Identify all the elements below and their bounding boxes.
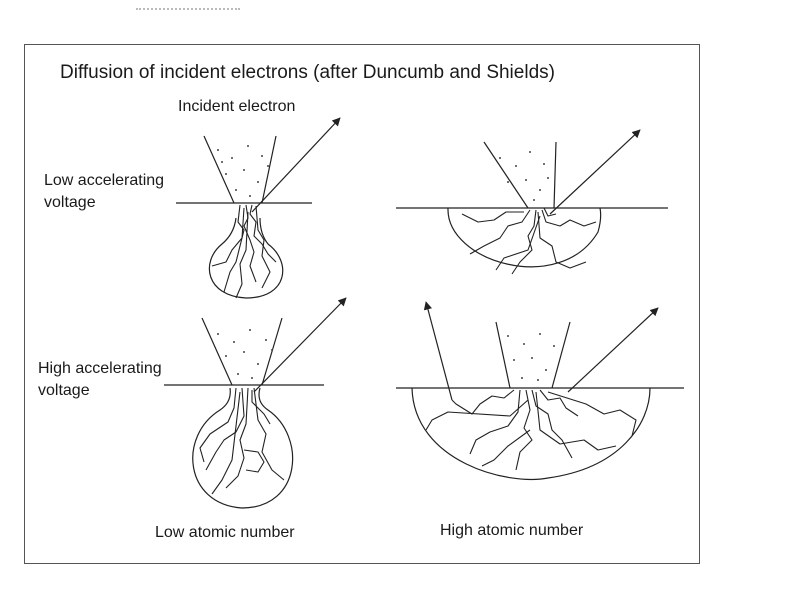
diagram-frame <box>24 44 700 564</box>
high-voltage-label-line2: voltage <box>38 382 90 399</box>
electron-paths <box>211 204 277 299</box>
beam-edge-right <box>261 135 277 204</box>
low-voltage-label-line2: voltage <box>44 194 96 211</box>
beam-edge-right <box>553 141 557 209</box>
beam-dots <box>499 151 549 201</box>
high-atomic-number-label: High atomic number <box>440 522 584 539</box>
backscatter-arrow <box>251 117 341 213</box>
beam-edge-left <box>483 141 529 209</box>
panel-high-voltage-high-z <box>396 301 684 481</box>
low-voltage-label: Low accelerating voltage <box>44 170 164 214</box>
electron-paths <box>199 387 285 495</box>
low-atomic-number-label: Low atomic number <box>155 524 295 541</box>
beam-edge-left <box>495 321 511 389</box>
electron-paths <box>425 389 637 471</box>
beam-edge-left <box>201 317 233 386</box>
interaction-bulb <box>192 387 294 509</box>
interaction-bulb <box>208 217 284 299</box>
panel-low-voltage-low-z <box>176 117 341 299</box>
diagram-title: Diffusion of incident electrons (after D… <box>60 62 555 83</box>
backscatter-arrow-right <box>567 307 659 393</box>
electron-paths <box>461 207 597 275</box>
beam-edge-right <box>261 317 283 386</box>
backscatter-arrow <box>549 129 641 215</box>
beam-edge-left <box>203 135 235 204</box>
cropped-text-fragment <box>136 8 240 18</box>
high-voltage-label: High accelerating voltage <box>38 358 162 402</box>
panel-high-voltage-low-z <box>164 297 347 509</box>
backscatter-arrow-left <box>423 301 453 401</box>
high-voltage-label-line1: High accelerating <box>38 360 162 377</box>
interaction-cap <box>447 207 602 268</box>
beam-dots <box>217 329 273 379</box>
interaction-cap <box>411 387 651 481</box>
low-voltage-label-line1: Low accelerating <box>44 172 165 189</box>
beam-dots <box>217 145 269 197</box>
backscatter-arrow <box>253 297 347 393</box>
beam-dots <box>507 333 555 381</box>
incident-electron-label: Incident electron <box>178 98 296 115</box>
beam-edge-right <box>551 321 571 389</box>
panel-low-voltage-high-z <box>396 129 668 275</box>
